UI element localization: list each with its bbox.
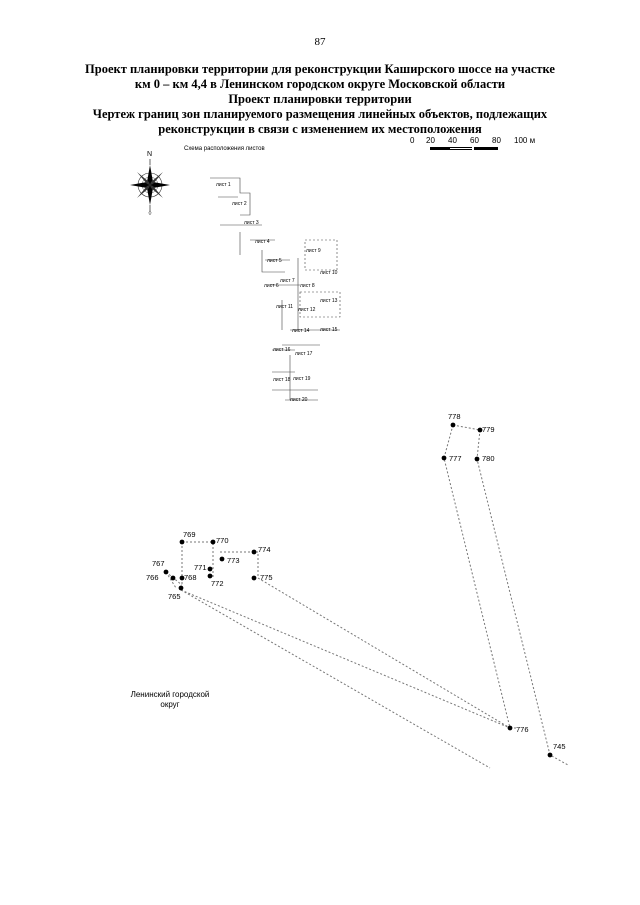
svg-text:773: 773 — [227, 556, 240, 565]
svg-text:772: 772 — [211, 579, 224, 588]
scale-label: 60 — [470, 136, 479, 145]
point-770: 770 — [210, 536, 229, 545]
scale-segment — [474, 147, 498, 150]
svg-text:776: 776 — [516, 725, 529, 734]
boundary-points: 765 767 768 769 770 771 772 773 774 775 … — [146, 412, 566, 758]
svg-text:775: 775 — [260, 573, 273, 582]
title-line: реконструкции в связи с изменением их ме… — [158, 122, 482, 136]
scheme-title: Схема расположения листов — [184, 146, 265, 152]
district-label: Ленинский городской округ — [100, 690, 240, 710]
point-745: 745 — [547, 742, 566, 758]
svg-text:768: 768 — [184, 573, 197, 582]
svg-text:777: 777 — [449, 454, 462, 463]
svg-text:745: 745 — [553, 742, 566, 751]
point-772: 772 — [207, 573, 224, 588]
sheet-label: лист 15 — [320, 327, 338, 333]
scale-segment — [430, 147, 450, 150]
point-776: 776 — [507, 725, 529, 734]
sheet-label: лист 14 — [292, 328, 310, 334]
sheet-labels: лист 1 лист 2 лист 3 лист 4 лист 5 лист … — [216, 182, 338, 403]
svg-text:780: 780 — [482, 454, 495, 463]
sheet-label: лист 3 — [244, 220, 259, 226]
sheet-label: лист 4 — [255, 239, 270, 245]
document-title: Проект планировки территории для реконст… — [60, 62, 580, 137]
sheet-label: лист 11 — [276, 304, 293, 310]
title-line: км 0 – км 4,4 в Ленинском городском окру… — [134, 77, 506, 91]
point-765: 765 — [168, 585, 184, 601]
scale-label: 40 — [448, 136, 457, 145]
scale-label: 100 м — [514, 136, 536, 145]
scale-label: 80 — [492, 136, 501, 145]
compass-north-label: N — [147, 151, 152, 158]
svg-text:778: 778 — [448, 412, 461, 421]
svg-text:767: 767 — [152, 559, 165, 568]
sheet-label: лист 7 — [280, 278, 295, 284]
zone-boundary-lines — [165, 424, 569, 769]
sheet-label: лист 13 — [320, 298, 338, 304]
title-line: Проект планировки территории для реконст… — [85, 62, 555, 76]
sheet-label: лист 5 — [267, 258, 282, 264]
sheet-label: лист 12 — [298, 307, 316, 313]
point-777: 777 — [441, 454, 462, 463]
page-number: 87 — [314, 36, 326, 48]
compass-south-mark: ◊ — [149, 210, 152, 217]
point-768: 768 — [179, 573, 197, 582]
svg-text:771: 771 — [194, 563, 207, 572]
scale-bar: 0 20 40 60 80 100 м — [404, 136, 564, 158]
title-line: Чертеж границ зон планируемого размещени… — [92, 107, 548, 121]
sheet-scheme — [210, 177, 341, 401]
district-label-line: Ленинский городской — [130, 690, 210, 699]
sheet-label: лист 20 — [290, 397, 308, 403]
point-779: 779 — [477, 425, 495, 434]
svg-text:766: 766 — [146, 573, 159, 582]
svg-text:765: 765 — [168, 592, 181, 601]
title-line: Проект планировки территории — [228, 92, 412, 106]
point-767: 767 — [152, 559, 169, 575]
sheet-label: лист 6 — [264, 283, 279, 289]
sheet-label: лист 19 — [293, 376, 311, 382]
svg-text:770: 770 — [216, 536, 229, 545]
scale-label: 0 — [410, 136, 415, 145]
scale-segment — [450, 147, 472, 150]
sheet-label: лист 1 — [216, 182, 231, 188]
scale-label: 20 — [426, 136, 435, 145]
compass-rose-icon: ◊ — [130, 159, 170, 217]
point-769: 769 — [179, 530, 196, 545]
svg-text:769: 769 — [183, 530, 196, 539]
svg-text:779: 779 — [482, 425, 495, 434]
point-771: 771 — [194, 563, 213, 572]
sheet-label: лист 2 — [232, 201, 247, 207]
sheet-label: лист 9 — [306, 248, 321, 254]
sheet-label: лист 17 — [295, 351, 313, 357]
point-773: 773 — [219, 556, 240, 565]
district-label-line: округ — [160, 700, 180, 709]
sheet-label: лист 16 — [273, 347, 291, 353]
point-774: 774 — [251, 545, 271, 555]
point-775: 775 — [251, 573, 273, 582]
sheet-label: лист 8 — [300, 283, 315, 289]
svg-text:774: 774 — [258, 545, 271, 554]
point-766: 766 — [146, 573, 176, 582]
sheet-label: лист 10 — [320, 270, 338, 276]
sheet-label: лист 18 — [273, 377, 291, 383]
point-780: 780 — [474, 454, 495, 463]
point-778: 778 — [448, 412, 461, 428]
